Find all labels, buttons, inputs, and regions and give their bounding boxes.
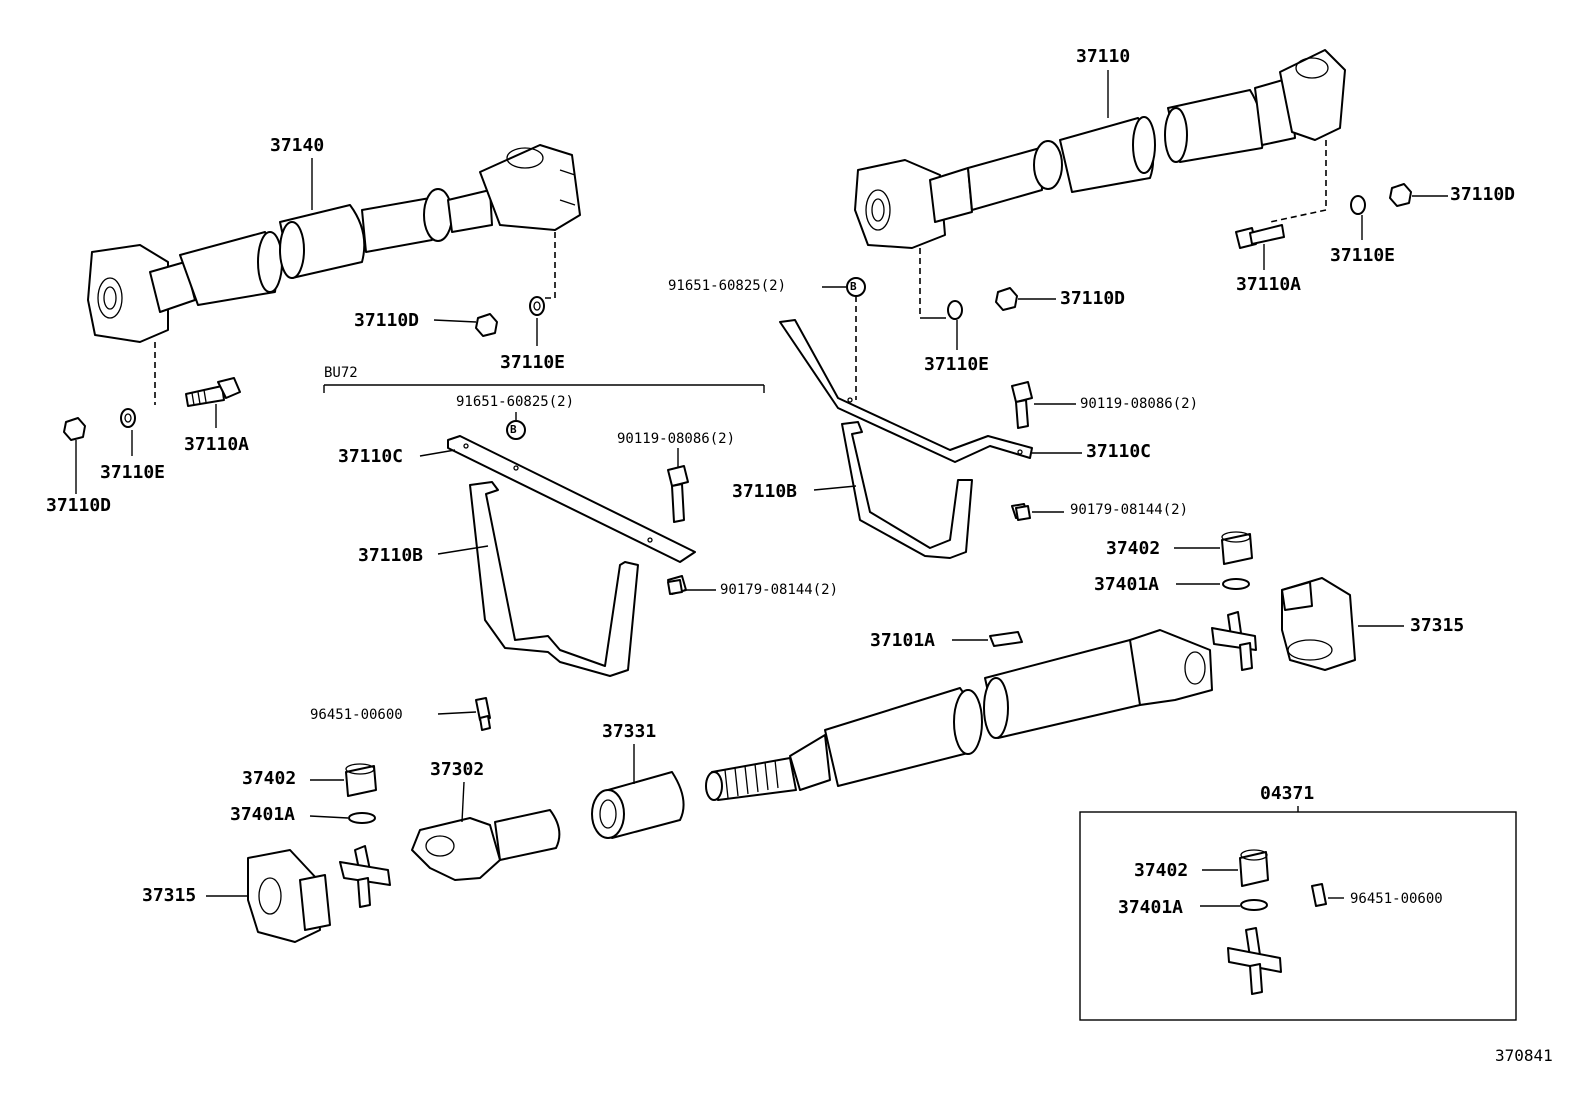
- spider-joint-left: [339, 845, 391, 908]
- label-37110e-a: 37110E: [500, 352, 566, 373]
- label-90119-b: 90119-08086(2): [1080, 396, 1199, 412]
- flange-yoke-37315-left: [247, 849, 331, 943]
- snap-ring-left: [348, 812, 376, 824]
- label-37315-b: 37315: [142, 885, 197, 906]
- nut-left-90179: [667, 579, 683, 595]
- flange-yoke-37315-right: [1281, 577, 1356, 671]
- label-37110a-b: 37110A: [1236, 274, 1302, 295]
- label-37110c-a: 37110C: [338, 446, 404, 467]
- label-37331: 37331: [602, 721, 657, 742]
- label-37110a-a: 37110A: [184, 434, 250, 455]
- label-91651-a: 91651-60825(2): [456, 394, 575, 410]
- yoke-37302: [411, 809, 561, 881]
- label-96451-a: 96451-00600: [310, 707, 403, 723]
- label-37401a-b: 37401A: [230, 804, 296, 825]
- label-37110d-c: 37110D: [1060, 288, 1126, 309]
- label-37110: 37110: [1076, 46, 1131, 67]
- nut-left-b: [63, 417, 86, 441]
- bolt-mark-text-left: B: [510, 423, 517, 436]
- label-37402-b: 37402: [242, 768, 297, 789]
- propeller-shaft-37140: [87, 144, 581, 405]
- label-37302: 37302: [430, 759, 485, 780]
- diagram-id: 370841: [1495, 1046, 1553, 1065]
- plate-37101a: [989, 631, 1023, 647]
- bearing-cup-left: [345, 763, 377, 797]
- label-37110e-c: 37110E: [924, 354, 990, 375]
- bearing-cup-right: [1221, 531, 1253, 565]
- bolt-mark-left: [506, 420, 526, 440]
- sleeve-37331: [591, 771, 685, 839]
- label-90119-a: 90119-08086(2): [617, 431, 736, 447]
- grease-fitting-left: [475, 697, 491, 731]
- bolt-right: [1235, 224, 1285, 249]
- label-37110d-d: 37110D: [1450, 184, 1516, 205]
- label-37110d-a: 37110D: [354, 310, 420, 331]
- lower-propeller-shaft: [705, 629, 1213, 801]
- label-37315-a: 37315: [1410, 615, 1465, 636]
- bolt-mark-right: [846, 277, 866, 297]
- label-37110e-d: 37110E: [1330, 245, 1396, 266]
- label-37110b-a: 37110B: [358, 545, 424, 566]
- label-90179-b: 90179-08144(2): [1070, 502, 1189, 518]
- washer-left-b: [120, 408, 136, 428]
- label-37101a: 37101A: [870, 630, 936, 651]
- label-37110d-b: 37110D: [46, 495, 112, 516]
- label-37110b-b: 37110B: [732, 481, 798, 502]
- label-37140: 37140: [270, 135, 325, 156]
- nut-right-a: [995, 287, 1018, 311]
- label-bu72: BU72: [324, 365, 358, 381]
- label-96451-b: 96451-00600: [1350, 891, 1443, 907]
- label-91651-b: 91651-60825(2): [668, 278, 787, 294]
- label-37401a-c: 37401A: [1118, 897, 1184, 918]
- kit-box-04371: [1079, 806, 1517, 1021]
- label-37402-c: 37402: [1134, 860, 1189, 881]
- nut-left-a: [475, 313, 498, 337]
- washer-right-a: [947, 300, 963, 320]
- label-90179-a: 90179-08144(2): [720, 582, 839, 598]
- leader-lines: [75, 70, 1448, 907]
- washer-right-b: [1350, 195, 1366, 215]
- bolt-mark-text-right: B: [850, 280, 857, 293]
- bu72-bracket: [323, 384, 765, 677]
- washer-left-a: [529, 296, 545, 316]
- label-04371: 04371: [1260, 783, 1315, 804]
- label-37402-a: 37402: [1106, 538, 1161, 559]
- right-bracket: [779, 296, 1033, 559]
- label-37401a-a: 37401A: [1094, 574, 1160, 595]
- nut-right-b: [1389, 183, 1412, 207]
- snap-ring-right: [1222, 578, 1250, 590]
- spider-joint-right: [1211, 611, 1257, 671]
- label-37110c-b: 37110C: [1086, 441, 1152, 462]
- nut-right-90179: [1015, 505, 1031, 521]
- propeller-shaft-37110: [854, 49, 1346, 319]
- label-37110e-b: 37110E: [100, 462, 166, 483]
- bolt-left: [185, 377, 241, 407]
